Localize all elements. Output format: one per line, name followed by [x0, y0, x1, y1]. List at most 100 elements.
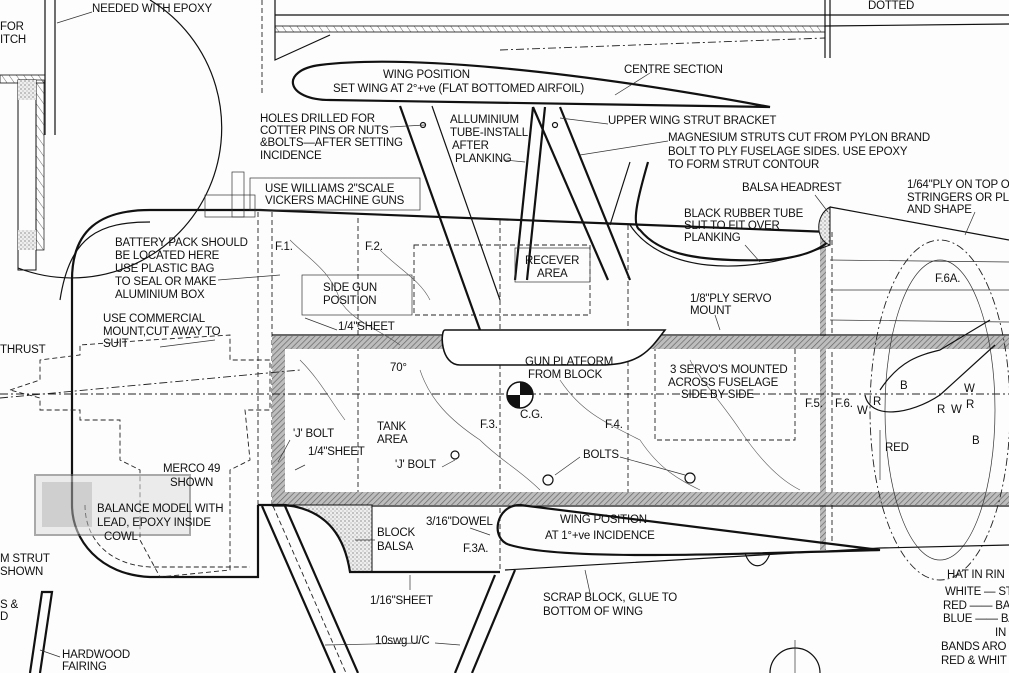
former-label: F.5.	[805, 398, 823, 410]
note-j-bolt: 'J' BOLT	[395, 459, 436, 471]
roundel-letter: R	[937, 404, 945, 416]
note-merco: SHOWN	[170, 477, 213, 489]
note-wing-upper: WING POSITION	[383, 69, 470, 81]
wood-grain	[289, 239, 801, 491]
roundel-letter: W	[964, 383, 975, 395]
note-wing-lower: AT 1°+ve INCIDENCE	[545, 530, 655, 542]
note-rubber: PLANKING	[684, 232, 741, 244]
note-holes: INCIDENCE	[260, 150, 322, 162]
former-label: F.1.	[275, 241, 293, 253]
note-balance: COWL	[104, 531, 139, 543]
note-servos: SIDE BY SIDE	[681, 389, 754, 401]
legend-line: IN	[995, 627, 1006, 639]
note-tank: TANK	[377, 421, 407, 433]
undercarriage	[28, 505, 821, 673]
note-sheet: 1/4"SHEET	[338, 321, 395, 333]
note-dotted: DOTTED	[868, 0, 914, 12]
note-sheet-sixteenth: 1/16"SHEET	[370, 595, 433, 607]
note-guns: VICKERS MACHINE GUNS	[265, 195, 405, 207]
note-block: BLOCK	[377, 527, 416, 539]
roundel-letter: W	[857, 405, 868, 417]
former-label: F.2.	[365, 241, 383, 253]
watermark-stamp	[34, 474, 191, 536]
note-tube: ALLUMINIUM	[450, 114, 519, 126]
note-rubber: SLIT TO FIT OVER	[684, 220, 780, 232]
legend-line: BANDS ARO	[941, 641, 1007, 653]
note-gun-platform: FROM BLOCK	[528, 369, 603, 381]
note-strut-shown: M STRUT	[0, 553, 50, 565]
note-servos: ACROSS FUSELAGE	[668, 377, 779, 389]
roundel-letter: R	[966, 399, 974, 411]
upper-wing-plan	[261, 0, 1009, 95]
wing-struts	[398, 105, 632, 331]
note-guns: USE WILLIAMS 2"SCALE	[265, 183, 395, 195]
note-uc: 10swg U/C	[375, 635, 429, 647]
legend-line: RED & WHIT	[941, 655, 1007, 667]
roundel-letter: W	[951, 404, 962, 416]
note-battery: BATTERY PACK SHOULD	[115, 237, 248, 249]
engine-outline	[0, 334, 301, 578]
former-label: F.6A.	[935, 273, 960, 285]
note-s-and: D	[0, 611, 8, 623]
note-gun-platform: GUN PLATFORM	[525, 356, 613, 368]
roundel-letter: B	[972, 435, 980, 447]
note-centre-section: CENTRE SECTION	[624, 64, 723, 76]
cg-symbol	[506, 381, 534, 409]
former-label: F.3.	[480, 419, 498, 431]
note-servos: 3 SERVO'S MOUNTED	[670, 364, 787, 376]
bolt-icon	[542, 474, 554, 486]
note-wing-upper: SET WING AT 2°+ve (FLAT BOTTOMED AIRFOIL…	[333, 83, 584, 95]
note-balance: LEAD, EPOXY INSIDE	[97, 517, 211, 529]
note-mount: MOUNT,CUT AWAY TO	[103, 326, 221, 338]
note-red: RED	[885, 442, 909, 454]
note-s-and: S &	[0, 599, 18, 611]
note-left: ITCH	[0, 34, 26, 46]
roundel-letter: R	[873, 396, 881, 408]
note-side-gun: SIDE GUN	[323, 282, 377, 294]
leader-lines	[39, 72, 976, 658]
note-block: BALSA	[377, 541, 414, 553]
note-angle: 70°	[390, 362, 407, 374]
note-holes: COTTER PINS OR NUTS	[260, 125, 389, 137]
note-tube: TUBE-INSTALL	[450, 127, 529, 139]
note-fairing: HARDWOOD	[62, 649, 130, 661]
note-fairing: FAIRING	[62, 661, 107, 673]
note-headrest: BALSA HEADREST	[742, 182, 842, 194]
note-ply: STRINGERS OR PLA	[907, 192, 1009, 204]
note-receiver: RECEVER	[525, 255, 579, 267]
upper-wing-airfoil	[291, 60, 771, 109]
former-label: F.4.	[605, 419, 623, 431]
legend-line: WHITE — ST	[945, 586, 1009, 598]
note-holes: HOLES DRILLED FOR	[260, 113, 375, 125]
note-battery: USE PLASTIC BAG	[115, 263, 215, 275]
legend-line: BLUE —— BA	[943, 613, 1009, 625]
note-j-bolt: 'J' BOLT	[293, 428, 334, 440]
note-magnesium: MAGNESIUM STRUTS CUT FROM PYLON BRAND	[668, 132, 930, 144]
bolt-icon	[450, 450, 460, 460]
roundel	[864, 239, 1009, 581]
note-tank: AREA	[377, 434, 408, 446]
note-dowel: 3/16"DOWEL	[426, 516, 493, 528]
note-ply: AND SHAPE	[907, 204, 972, 216]
bolt-icon	[684, 472, 696, 484]
note-left: FOR	[0, 21, 24, 33]
note-battery: ALUMINIUM BOX	[115, 289, 205, 301]
note-epoxy: NEEDED WITH EPOXY	[92, 3, 212, 15]
note-strut-shown: SHOWN	[0, 566, 43, 578]
note-rubber: BLACK RUBBER TUBE	[684, 208, 804, 220]
note-mount: SUIT	[103, 338, 129, 350]
lower-wing-airfoil	[496, 503, 881, 557]
note-tube: AFTER	[452, 140, 489, 152]
note-cg: C.G.	[520, 409, 543, 421]
former-label: F.3A.	[463, 543, 488, 555]
legend-line: RED —— BA	[943, 600, 1009, 612]
cockpit	[609, 161, 1009, 323]
note-holes: &BOLTS—AFTER SETTING	[260, 137, 403, 149]
note-mount: USE COMMERCIAL	[103, 313, 206, 325]
note-sheet: 1/4"SHEET	[308, 446, 365, 458]
note-wing-lower: WING POSITION	[560, 514, 647, 526]
note-thrust: THRUST	[0, 344, 46, 356]
